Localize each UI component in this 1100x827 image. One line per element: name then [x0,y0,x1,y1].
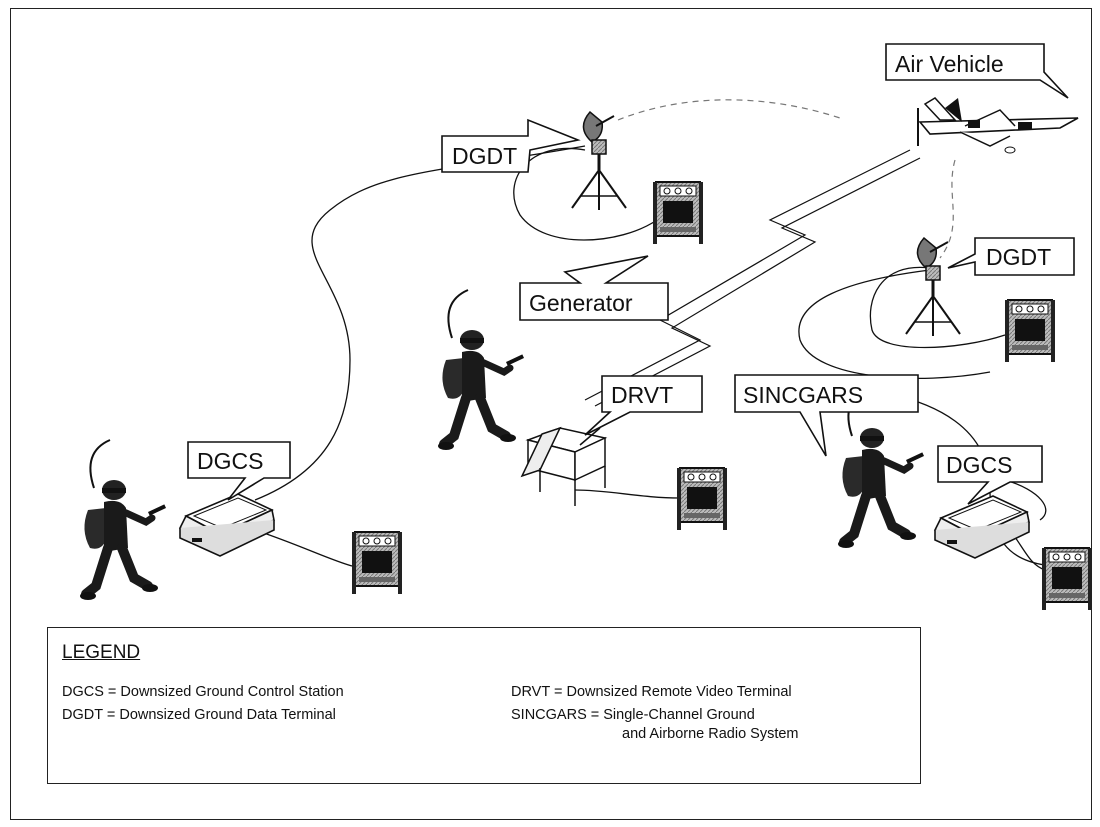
legend-item-sincgars: SINCGARS = Single-Channel Ground [511,707,755,723]
callout-drvt: DRVT [584,375,703,436]
laptop-case-icon [179,493,275,557]
callout-sincgars: SINCGARS [734,374,919,457]
lightning-datalink-icon [584,149,921,407]
callout-generator: Generator [519,255,669,321]
cables [254,145,1047,571]
callout-label: SINCGARS [743,382,863,408]
air-vehicle-icon [917,97,1079,154]
callout-label: DGDT [986,244,1051,270]
generator-icon [652,181,704,245]
callout-air-vehicle: Air Vehicle [885,43,1069,99]
callout-label: DGCS [197,448,263,474]
soldier-icon [438,290,524,450]
callout-label: DGCS [946,452,1012,478]
callout-dgdt-top: DGDT [441,118,581,173]
legend-title: LEGEND [62,642,141,663]
radio-links [617,99,956,259]
callout-dgdt-right: DGDT [947,237,1075,276]
callout-dgcs-left: DGCS [187,441,291,501]
soldier-icon [80,440,166,600]
video-terminal-icon [520,426,608,506]
legend-item-dgcs: DGCS = Downsized Ground Control Station [62,684,344,700]
callout-label: Air Vehicle [895,51,1004,77]
callout-label: DGDT [452,143,517,169]
antenna-tripod-icon [570,110,628,212]
legend-box: LEGEND DGCS = Downsized Ground Control S… [47,627,921,784]
generator-icon [1041,547,1093,611]
callout-label: Generator [529,290,633,316]
antenna-tripod-icon [904,236,962,338]
generator-icon [1004,299,1056,363]
generator-icon [351,531,403,595]
generator-icon [676,467,728,531]
callout-dgcs-right: DGCS [937,445,1043,505]
legend-item-dgdt: DGDT = Downsized Ground Data Terminal [62,707,336,723]
legend-item-sincgars-cont: and Airborne Radio System [622,726,799,742]
laptop-case-icon [934,495,1030,559]
callout-label: DRVT [611,382,673,408]
legend-item-drvt: DRVT = Downsized Remote Video Terminal [511,684,792,700]
